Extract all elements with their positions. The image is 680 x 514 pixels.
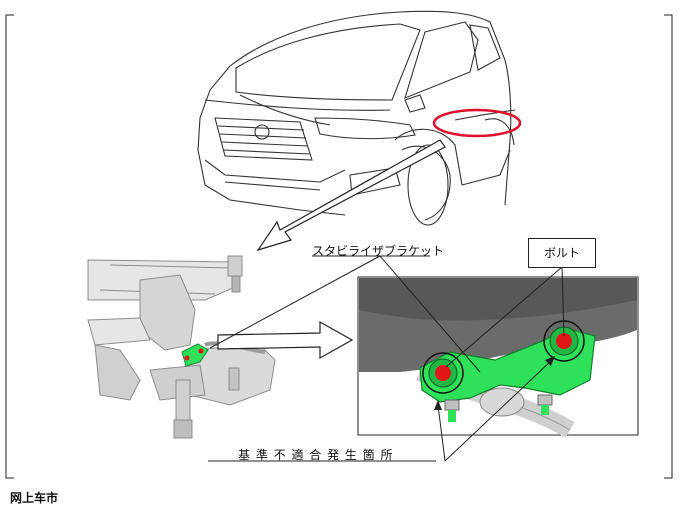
- bolt-label: ボルト: [528, 238, 596, 268]
- leader-lines: [208, 255, 565, 462]
- frame-bracket-right: [664, 14, 673, 479]
- arrow-to-subframe-icon: [256, 139, 446, 252]
- bolt-circle-left: [422, 352, 464, 394]
- leader-arrowhead-left-icon: [434, 400, 442, 410]
- detail-panel: [357, 276, 639, 438]
- arrow-to-detail-icon: [217, 320, 354, 360]
- frame-bracket-left: [5, 14, 14, 479]
- watermark-text: 网上车市: [10, 491, 59, 505]
- highlight-ring: [432, 108, 522, 138]
- defect-location-label: 基 準 不 適 合 発 生 箇 所: [238, 448, 394, 462]
- bracket-small-icon: [181, 343, 209, 367]
- car-icon: [197, 10, 516, 226]
- stabilizer-bracket-label: スタビライザブラケット: [312, 244, 445, 258]
- leader-arrowhead-right-icon: [545, 356, 555, 366]
